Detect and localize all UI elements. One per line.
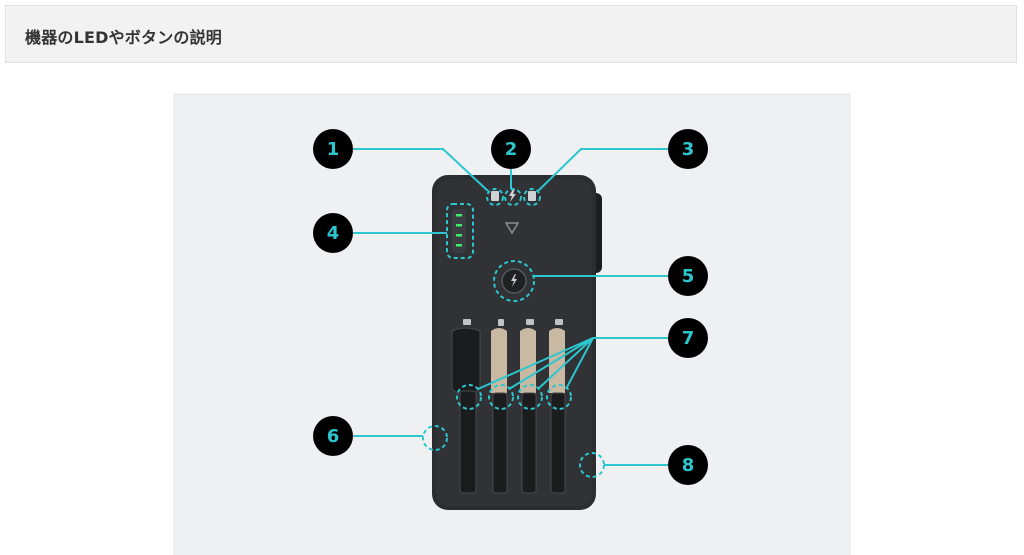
callout-marker-4: [446, 203, 474, 259]
callout-leader-lines: [353, 148, 670, 466]
callout-badge-4: 4: [313, 213, 353, 253]
callout-marker-1: [486, 188, 504, 206]
callout-marker-7b: [488, 384, 514, 410]
callout-badge-6: 6: [313, 416, 353, 456]
callout-marker-5: [493, 260, 535, 302]
callout-marker-6: [422, 425, 448, 451]
callout-marker-2: [504, 188, 522, 206]
cable-type-icons: [463, 319, 563, 326]
callout-badge-2: 2: [491, 129, 531, 169]
callout-marker-7d: [546, 384, 572, 410]
callout-badge-1: 1: [313, 129, 353, 169]
callout-badge-3: 3: [668, 129, 708, 169]
svg-text:6: 6: [327, 426, 340, 447]
callout-marker-7c: [517, 384, 543, 410]
callout-marker-7a: [456, 384, 482, 410]
lightning-led-icon: [509, 189, 516, 202]
built-in-cables: [451, 327, 566, 494]
svg-text:5: 5: [682, 266, 695, 287]
section-title: 機器のLEDやボタンの説明: [25, 28, 223, 47]
device-diagram-svg: 1 2 3 4 5 6 7 8: [313, 129, 708, 510]
callout-marker-3: [523, 188, 541, 206]
svg-text:7: 7: [682, 328, 695, 349]
device-diagram: 1 2 3 4 5 6 7 8: [173, 93, 851, 555]
svg-text:8: 8: [682, 455, 695, 476]
battery-led-icon: [491, 191, 499, 201]
callout-badge-7: 7: [668, 318, 708, 358]
section-header: 機器のLEDやボタンの説明: [5, 5, 1017, 63]
wireless-charge-button-icon: [501, 268, 527, 294]
brand-logo-icon: [504, 222, 520, 235]
svg-text:4: 4: [327, 223, 340, 244]
svg-text:2: 2: [505, 139, 518, 160]
svg-text:3: 3: [682, 139, 695, 160]
callout-badge-5: 5: [668, 256, 708, 296]
svg-text:1: 1: [327, 139, 340, 160]
power-level-leds-icon: [452, 209, 466, 253]
callout-badge-8: 8: [668, 445, 708, 485]
status-led-icon: [528, 191, 536, 201]
